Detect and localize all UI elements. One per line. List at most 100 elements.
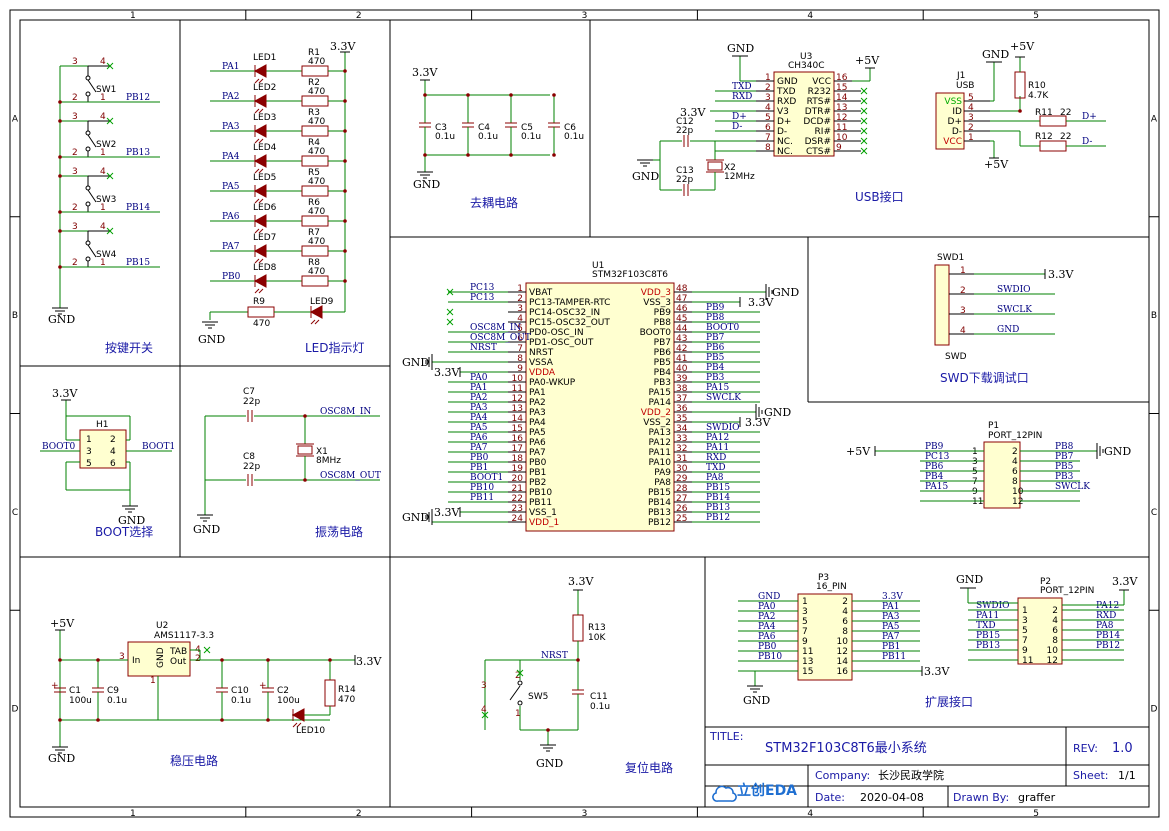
pin-number: 8 (842, 627, 848, 637)
pin-number: 30 (676, 464, 688, 474)
pin-number: 17 (512, 444, 523, 454)
led-ray (254, 168, 260, 174)
pin-number: 14 (512, 414, 524, 424)
cap-value: 0.1u (231, 696, 251, 706)
mcu-net-label: PB4 (706, 363, 725, 373)
cap-value: 0.1u (521, 132, 541, 142)
gnd-symbol: GND (118, 505, 145, 527)
sw5-lever (509, 685, 521, 701)
p2-net-label: SWDIO (976, 601, 1010, 611)
mcu-pin-name: PA15 (649, 388, 671, 398)
pin-number: 2 (960, 286, 966, 296)
ch340-net-label: D+ (732, 112, 747, 122)
junction-dot (266, 658, 270, 662)
pin-number: 15 (836, 83, 847, 93)
button-lever (87, 244, 97, 258)
pin-number: 5 (802, 617, 808, 627)
x1-ref: X1 (316, 447, 328, 457)
company-key: Company: (815, 769, 870, 782)
pin-number: 4 (100, 167, 106, 177)
led-ray (254, 288, 260, 294)
section-dividers (20, 20, 1149, 807)
pin-number: 1 (972, 447, 978, 457)
mcu-net-label: SWDIO (706, 423, 740, 433)
pin-number: 21 (512, 484, 523, 494)
mcu-net-label: PA7 (470, 443, 488, 453)
pin-name: D+ (777, 117, 791, 127)
nc-stroke (481, 711, 489, 719)
u2-ref: U2 (156, 621, 168, 631)
led-net-label: PA2 (222, 92, 239, 102)
mcu-ref: U1 (592, 261, 604, 271)
led-ray (254, 108, 260, 114)
pin-number: 4 (968, 103, 974, 113)
usb-dm-label: D- (1082, 137, 1092, 147)
pin-number: 5 (972, 467, 978, 477)
vss2-3v3-label: 3.3V (745, 416, 771, 429)
mcu-pin-name: VDDA (529, 368, 556, 378)
no-connect-mark (860, 117, 868, 125)
led-ray (254, 198, 260, 204)
led-ray (296, 722, 302, 728)
c12-symbol (683, 135, 689, 147)
mcu-pin-name: VDD_1 (529, 518, 559, 528)
junction-dot (343, 99, 347, 103)
mcu-net-label: PB3 (706, 373, 725, 383)
section-title-buttons: 按键开关 (105, 341, 153, 355)
mcu-pin-name: PA4 (529, 418, 546, 428)
led-ray (292, 722, 298, 728)
led-resistor (301, 275, 329, 287)
led-symbol (253, 274, 267, 294)
p1-net-label: PB3 (1055, 472, 1074, 482)
no-connect-mark (446, 288, 454, 296)
mcu-pin-name: PA3 (529, 408, 546, 418)
p3-net-label: GND (758, 592, 780, 602)
mcu-net-label: PB11 (470, 493, 494, 503)
pin-number: 20 (512, 474, 524, 484)
led-ref: LED3 (253, 113, 276, 123)
pin-name: R232 (808, 87, 831, 97)
vss3-3v3-label: 3.3V (748, 296, 774, 309)
button-ref: SW2 (96, 140, 116, 150)
button-net-label: PB15 (126, 258, 150, 268)
pin-number: 39 (676, 374, 688, 384)
pin-number: 6 (110, 459, 116, 469)
mcu-net-label: PB5 (706, 353, 725, 363)
p3-net-label: 3.3V (882, 592, 903, 602)
mcu-net-label: PB10 (470, 483, 494, 493)
pin-number: 5 (1022, 626, 1028, 636)
button-contact (85, 146, 91, 152)
mcu-net-label: PB15 (706, 483, 730, 493)
mcu-pin-name: VBAT (529, 288, 553, 298)
gnd-text: GND (1104, 445, 1131, 458)
button-lever (87, 189, 97, 203)
pin-number: 14 (836, 93, 848, 103)
junction-dot (343, 219, 347, 223)
junction-dot (58, 100, 62, 104)
pin-number: 2 (842, 597, 848, 607)
mcu-pin-name: PB6 (654, 348, 672, 358)
pin-number: 10 (1012, 487, 1024, 497)
x2-value: 12MHz (724, 172, 755, 182)
mcu-net-label: PA8 (706, 473, 724, 483)
led-net-label: PA6 (222, 212, 240, 222)
pin-name: TXD (776, 87, 796, 97)
resistor-value: 470 (253, 319, 270, 329)
mcu-net-label: PA6 (470, 433, 488, 443)
p3-net-label: PA4 (758, 622, 776, 632)
boot-body (79, 429, 127, 469)
pin-number: 37 (676, 394, 687, 404)
pin-number: 4 (960, 326, 966, 336)
led-triangle (291, 708, 305, 722)
mcu-pin-name: PC14-OSC32_IN (529, 308, 600, 318)
no-connect-mark (860, 107, 868, 115)
usb-pin-name: D- (952, 127, 962, 137)
led-resistor (301, 155, 329, 167)
mcu-net-label: PB13 (706, 503, 730, 513)
mcu-pin-name: PC13-TAMPER-RTC (529, 298, 610, 308)
resistor-value: 470 (308, 87, 325, 97)
mcu-net-label: PA1 (470, 383, 487, 393)
